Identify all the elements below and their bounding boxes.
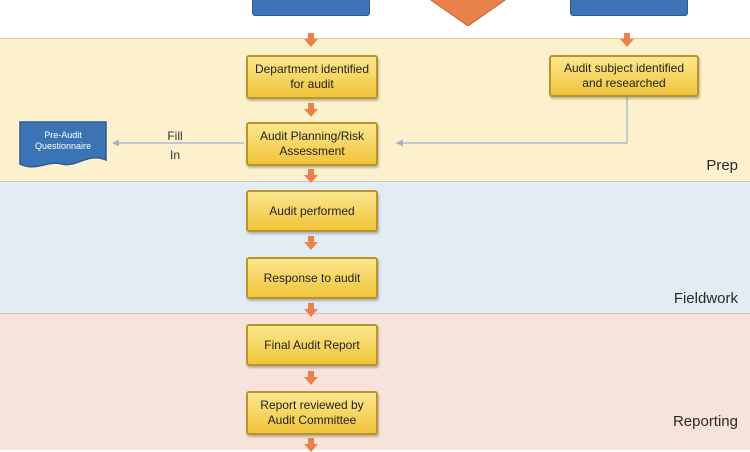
top-right-process-shape bbox=[570, 0, 688, 16]
department-identified-box: Department identified for audit bbox=[246, 55, 378, 99]
report-reviewed-box: Report reviewed by Audit Committee bbox=[246, 391, 378, 435]
arrow-down-icon bbox=[304, 438, 318, 452]
fieldwork-lane-label: Fieldwork bbox=[673, 290, 738, 307]
final-audit-report-label: Final Audit Report bbox=[264, 337, 360, 352]
fill-in-label: Fill In bbox=[160, 127, 190, 165]
planning-to-questionnaire-arrowhead bbox=[112, 139, 119, 147]
questionnaire-line-2: Questionnaire bbox=[34, 141, 92, 151]
arrow-down-icon bbox=[304, 169, 318, 183]
arrow-down-icon bbox=[620, 33, 634, 47]
subject-to-planning-arrowhead bbox=[396, 139, 403, 147]
pre-audit-questionnaire-label: Pre-Audit Questionnaire bbox=[18, 130, 108, 152]
audit-planning-box: Audit Planning/Risk Assessment bbox=[246, 122, 378, 166]
response-to-audit-label: Response to audit bbox=[263, 270, 361, 285]
final-audit-report-box: Final Audit Report bbox=[246, 324, 378, 366]
audit-performed-label: Audit performed bbox=[269, 203, 355, 218]
audit-subject-box: Audit subject identified and researched bbox=[549, 55, 699, 97]
top-decision-shape bbox=[429, 0, 507, 26]
document-icon bbox=[19, 121, 107, 168]
audit-subject-label: Audit subject identified and researched bbox=[563, 61, 685, 90]
arrow-down-icon bbox=[304, 103, 318, 117]
reporting-lane-label: Reporting bbox=[672, 413, 738, 430]
department-identified-label: Department identified for audit bbox=[254, 62, 370, 91]
subject-to-planning-connector bbox=[396, 95, 628, 144]
arrow-down-icon bbox=[304, 371, 318, 385]
arrow-down-icon bbox=[304, 303, 318, 317]
prep-lane-label: Prep bbox=[706, 157, 738, 174]
fill-in-line-2: In bbox=[169, 148, 180, 162]
report-reviewed-label: Report reviewed by Audit Committee bbox=[260, 398, 364, 427]
arrow-down-icon bbox=[304, 236, 318, 250]
top-left-process-shape bbox=[252, 0, 370, 16]
questionnaire-line-1: Pre-Audit bbox=[44, 130, 82, 140]
response-to-audit-box: Response to audit bbox=[246, 257, 378, 299]
audit-planning-label: Audit Planning/Risk Assessment bbox=[259, 129, 365, 158]
audit-performed-box: Audit performed bbox=[246, 190, 378, 232]
arrow-down-icon bbox=[304, 33, 318, 47]
fill-in-line-1: Fill bbox=[167, 129, 183, 143]
